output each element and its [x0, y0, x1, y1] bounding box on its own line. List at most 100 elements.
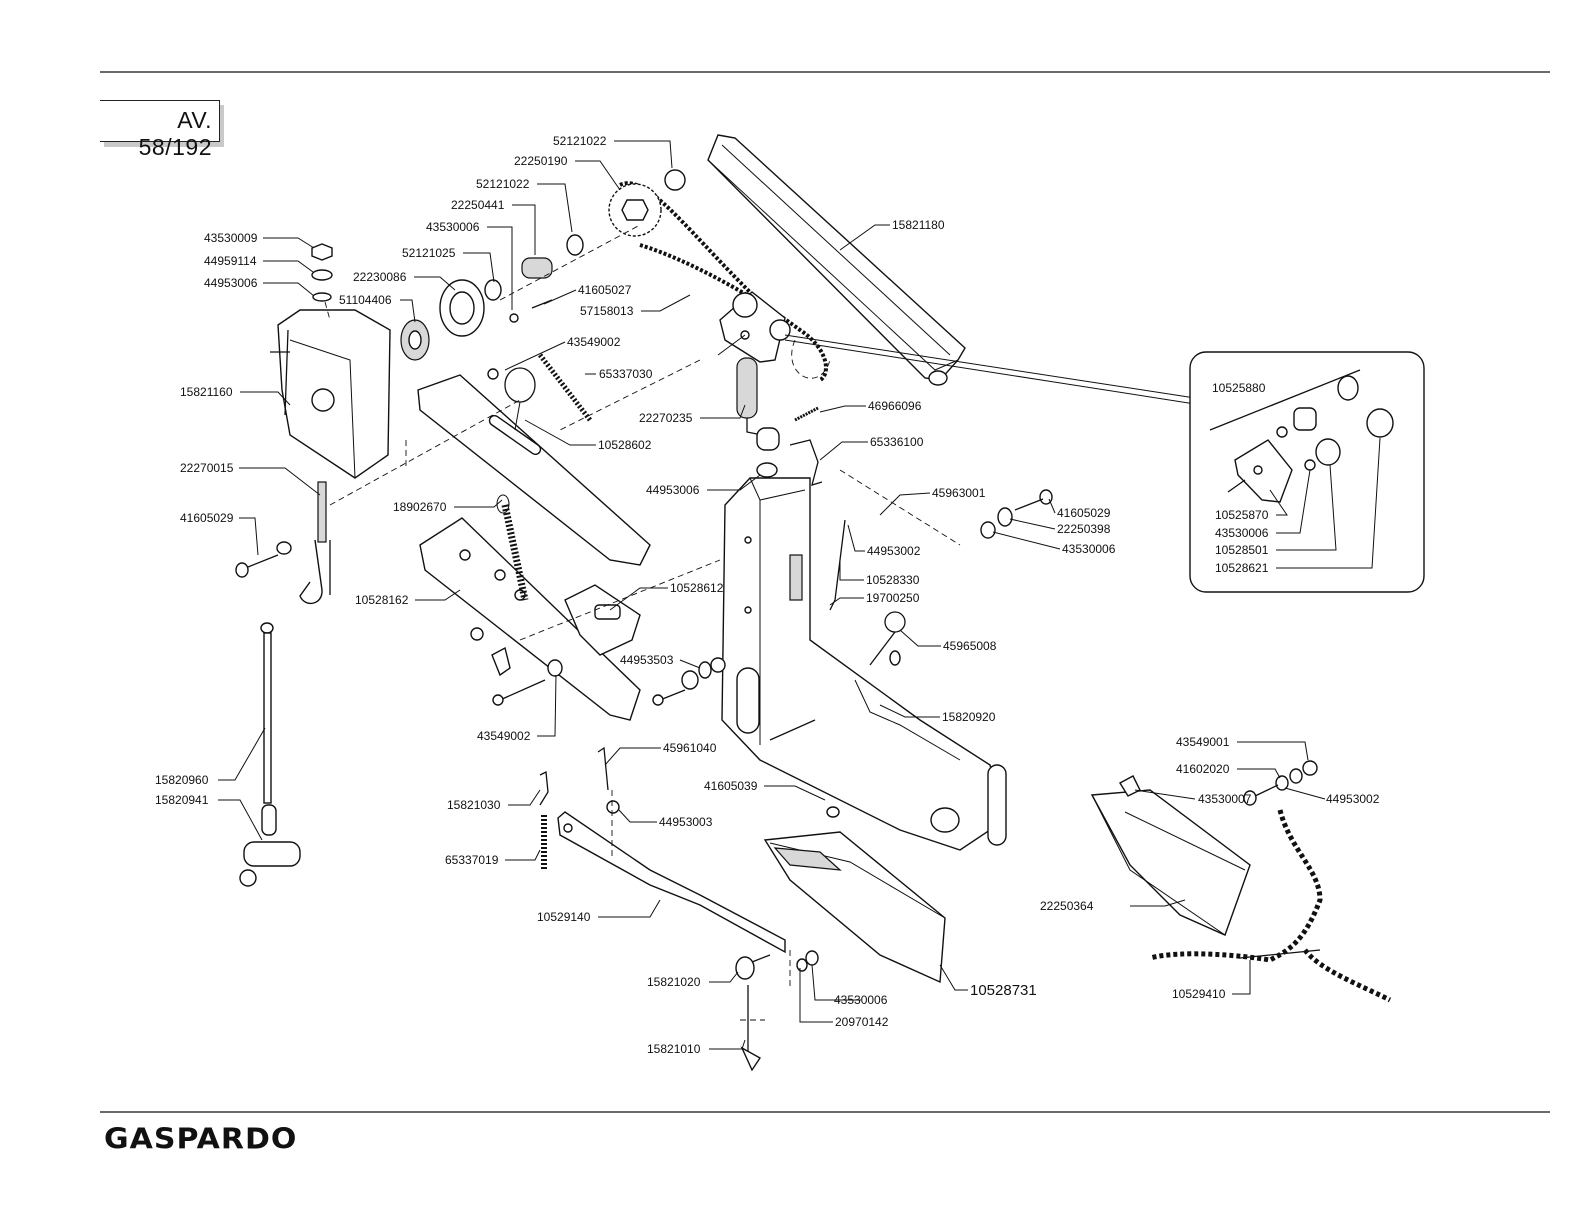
spring-rod	[829, 519, 846, 611]
label-15821020: 15821020	[647, 975, 701, 989]
table-reference-box: AV. 58/192	[100, 100, 220, 160]
label-22250398: 22250398	[1057, 522, 1111, 536]
tie-rod	[239, 622, 301, 887]
lower-rail-hardware	[470, 627, 563, 706]
label-52121022-mid: 52121022	[476, 177, 530, 191]
label-10528602: 10528602	[598, 438, 652, 452]
label-15820941: 15820941	[155, 793, 209, 807]
inset-label-43530006: 43530006	[1215, 526, 1269, 540]
bearing-housing	[400, 279, 485, 361]
part-labels: 52121022 22250190 52121022 22250441 4353…	[155, 134, 1380, 1056]
inset-label-10528501: 10528501	[1215, 543, 1269, 557]
sprocket	[608, 183, 662, 237]
washer-44953003	[606, 800, 620, 814]
label-65337019: 65337019	[445, 853, 499, 867]
bolt-left	[235, 541, 292, 578]
washer-cluster	[652, 657, 726, 706]
label-52121022-top: 52121022	[553, 134, 607, 148]
label-44953006-left: 44953006	[204, 276, 258, 290]
label-44959114: 44959114	[204, 254, 257, 268]
label-43549002-top: 43549002	[567, 335, 621, 349]
label-15820960: 15820960	[155, 773, 209, 787]
label-22270015: 22270015	[180, 461, 234, 475]
scraper-blade	[763, 806, 946, 984]
bolt-right	[980, 489, 1053, 539]
cable-to-detail	[784, 334, 1196, 399]
hook-15821030	[539, 770, 549, 806]
label-10529410: 10529410	[1172, 987, 1226, 1001]
label-15821010: 15821010	[647, 1042, 701, 1056]
brand-logo: GASPARDO	[104, 1122, 298, 1157]
label-41605029-right: 41605029	[1057, 506, 1111, 520]
label-51104406: 51104406	[339, 293, 392, 307]
split-pin-45961040	[597, 746, 609, 791]
lower-rail	[419, 517, 641, 721]
label-10529140: 10529140	[537, 910, 591, 924]
assembly-lines	[324, 224, 961, 1021]
label-22250364: 22250364	[1040, 899, 1094, 913]
drag-chain	[1149, 809, 1392, 1003]
leader-lines	[218, 140, 1381, 1050]
label-65337030: 65337030	[599, 367, 653, 381]
hook-bolt	[299, 481, 331, 605]
label-57158013: 57158013	[580, 304, 634, 318]
label-19700250: 19700250	[866, 591, 920, 605]
label-22250441: 22250441	[451, 198, 505, 212]
label-15821160: 15821160	[180, 385, 233, 399]
label-45965008: 45965008	[943, 639, 997, 653]
side-plate	[270, 309, 391, 479]
nut-stack	[311, 243, 333, 302]
spring-clip	[789, 439, 823, 486]
knob-and-pin	[735, 950, 819, 1072]
label-22250190: 22250190	[514, 154, 568, 168]
label-43530007: 43530007	[1198, 792, 1252, 806]
label-43549001: 43549001	[1176, 735, 1230, 749]
link-bar	[557, 811, 786, 954]
label-46966096: 46966096	[868, 399, 922, 413]
label-43530006-top: 43530006	[426, 220, 480, 234]
inset-label-10528621: 10528621	[1215, 561, 1269, 575]
label-41605039: 41605039	[704, 779, 758, 793]
main-frame	[721, 477, 1007, 851]
label-44953002-right: 44953002	[1326, 792, 1380, 806]
label-20970142: 20970142	[835, 1015, 889, 1029]
label-41605029-left: 41605029	[180, 511, 234, 525]
label-18902670: 18902670	[393, 500, 447, 514]
lock-pin	[869, 611, 906, 666]
box-hardware	[1243, 760, 1318, 806]
label-43530009: 43530009	[204, 231, 258, 245]
label-22270235: 22270235	[639, 411, 693, 425]
inset-label-10525870: 10525870	[1215, 508, 1269, 522]
label-15821180: 15821180	[892, 218, 945, 232]
tensioner-plate	[717, 291, 791, 363]
label-15821030: 15821030	[447, 798, 501, 812]
label-44953002-mid: 44953002	[867, 544, 921, 558]
label-44953006-mid: 44953006	[646, 483, 700, 497]
label-10528731: 10528731	[970, 982, 1037, 999]
label-43549002-bottom: 43549002	[477, 729, 531, 743]
label-41605027: 41605027	[578, 283, 632, 297]
label-15820920: 15820920	[942, 710, 996, 724]
label-43530006-right: 43530006	[1062, 542, 1116, 556]
upper-rail	[417, 368, 651, 566]
chain-cover	[707, 134, 966, 386]
upper-spring	[504, 353, 592, 431]
label-44953503: 44953503	[620, 653, 674, 667]
label-45963001: 45963001	[932, 486, 986, 500]
lever-handle	[736, 357, 780, 478]
hopper-box	[1090, 775, 1251, 936]
detail-inset	[1189, 351, 1425, 593]
label-43530006-bottom: 43530006	[834, 993, 888, 1007]
table-reference: AV. 58/192	[138, 107, 212, 160]
label-41602020: 41602020	[1176, 762, 1230, 776]
label-52121025: 52121025	[402, 246, 456, 260]
label-10528330: 10528330	[866, 573, 920, 587]
label-65336100: 65336100	[870, 435, 924, 449]
pin	[794, 406, 819, 422]
label-45961040: 45961040	[663, 741, 717, 755]
inset-label-10525880: 10525880	[1212, 381, 1266, 395]
label-10528162: 10528162	[355, 593, 409, 607]
small-hardware-top	[484, 169, 686, 323]
